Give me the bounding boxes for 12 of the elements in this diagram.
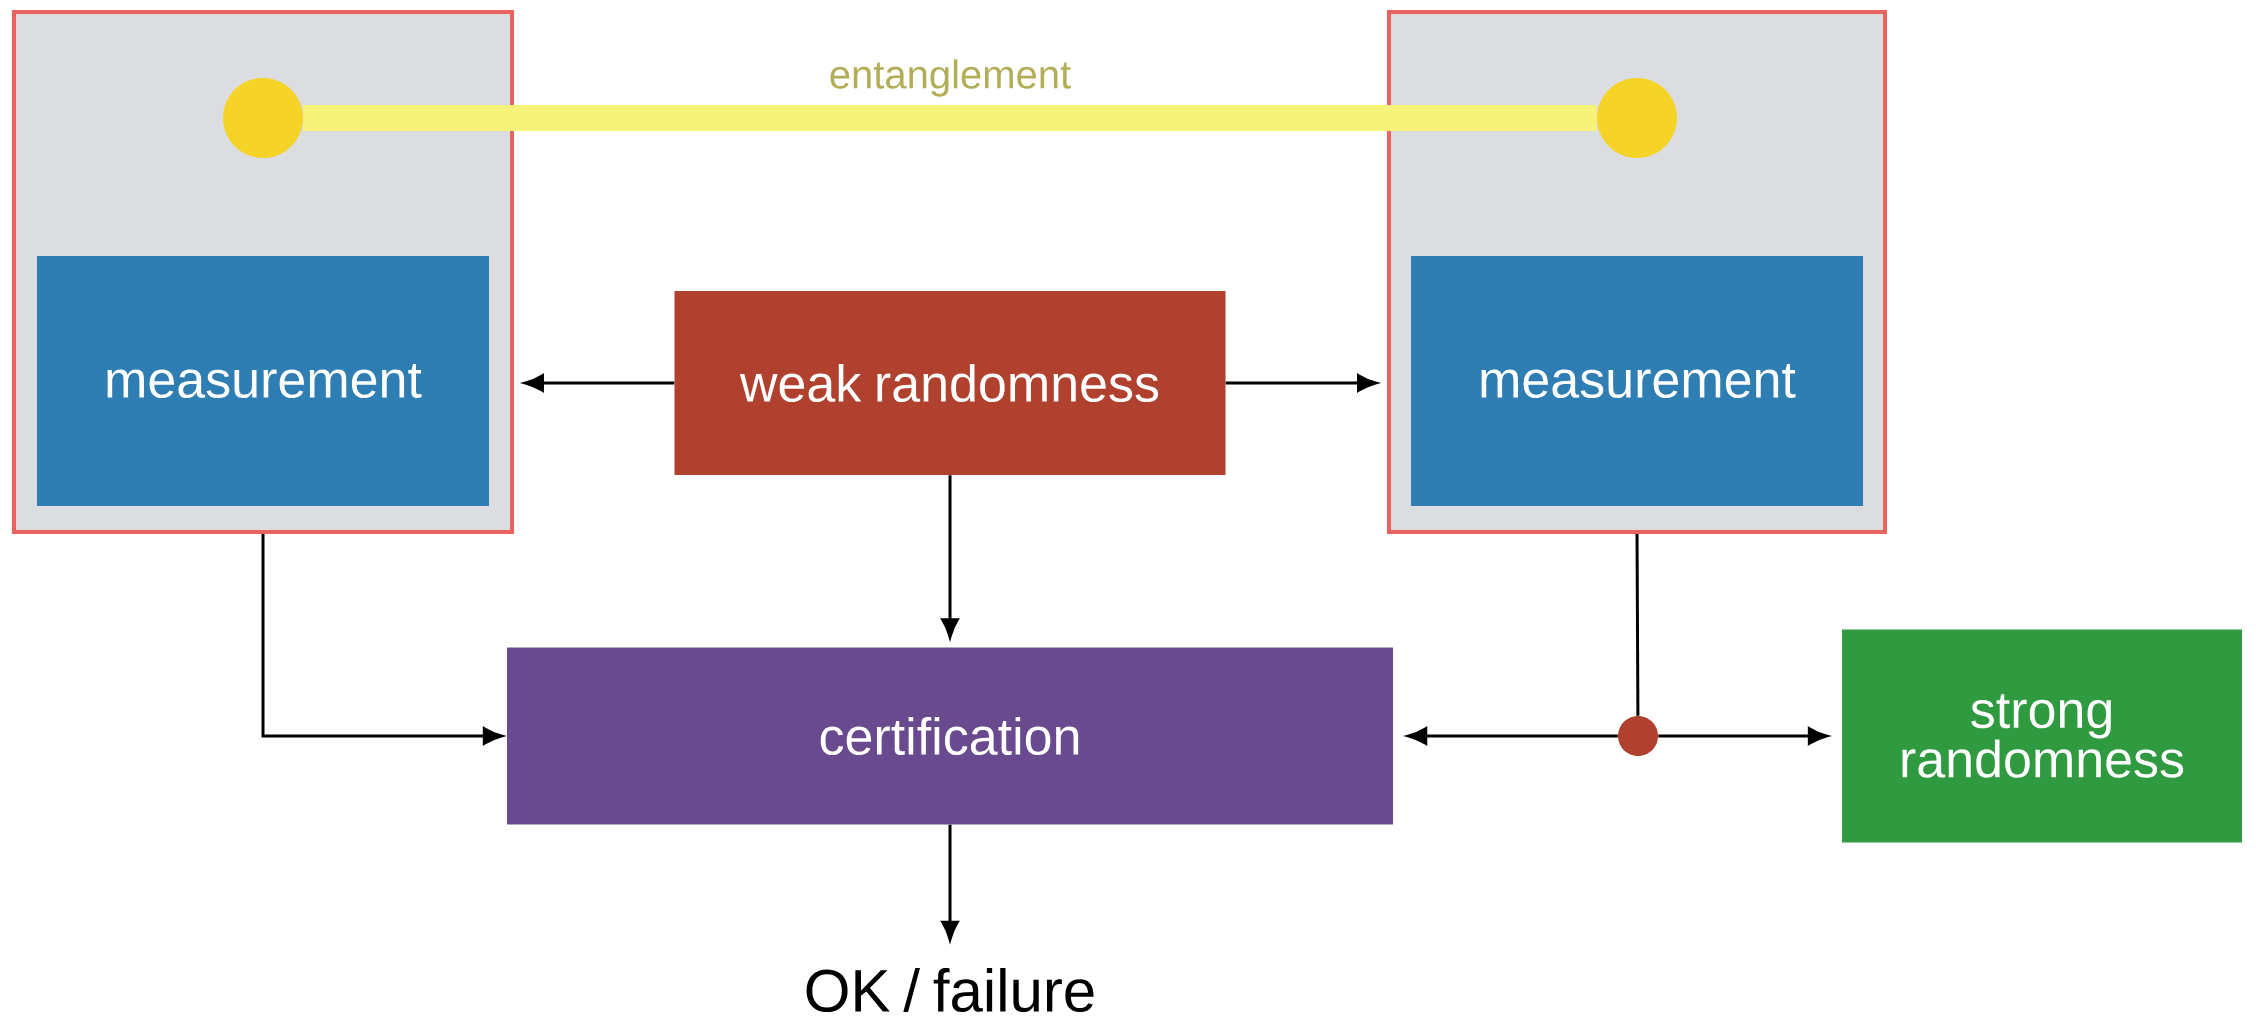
arrow — [941, 475, 959, 639]
entanglement-beam — [303, 105, 1597, 131]
edge-label: entanglement — [826, 57, 1074, 99]
strong-randomness-box: strong randomness — [1842, 629, 2243, 843]
particle-dot — [1597, 78, 1677, 158]
junction-dot — [1618, 716, 1658, 756]
particle-dot — [223, 78, 303, 158]
outcome-label: OK / failure — [806, 968, 1094, 1013]
measurement-box: measurement — [1411, 256, 1863, 506]
measurement-box: measurement — [37, 256, 489, 506]
certification-box: certification — [507, 647, 1393, 825]
weak-randomness-box: weak randomness — [674, 291, 1226, 475]
